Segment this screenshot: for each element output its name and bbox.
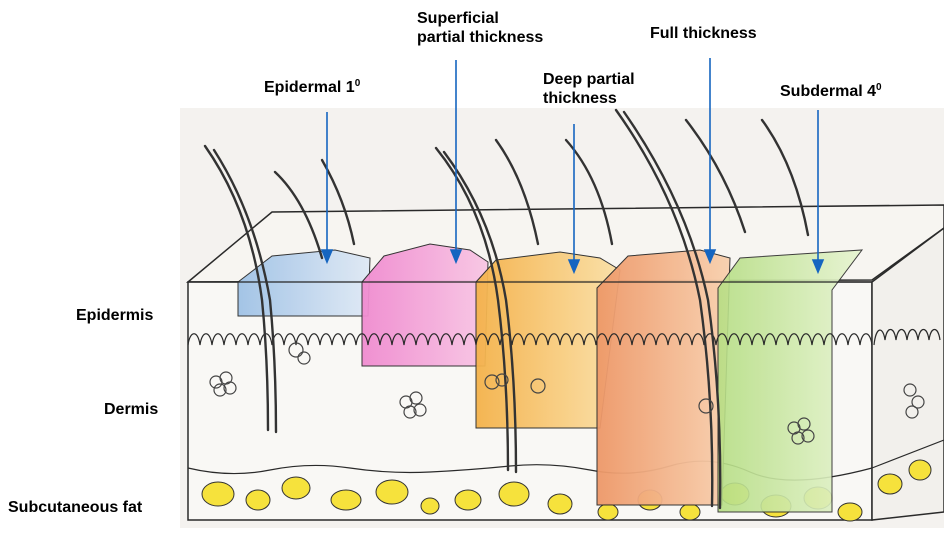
label-subdermal-degree: Subdermal 40	[780, 82, 882, 101]
fat-globule	[878, 474, 902, 494]
fat-globule	[909, 460, 931, 480]
fat-globule	[282, 477, 310, 499]
fat-globule	[598, 504, 618, 520]
fat-globule	[331, 490, 361, 510]
fat-globule	[202, 482, 234, 506]
fat-globule	[455, 490, 481, 510]
label-superficial-partial: Superficial partial thickness	[417, 9, 543, 47]
fat-globule	[246, 490, 270, 510]
label-epidermal-degree: Epidermal 10	[264, 78, 360, 97]
fat-globule	[548, 494, 572, 514]
fat-globule	[838, 503, 862, 521]
full-thickness-burn-zone	[597, 250, 730, 505]
label-full-thickness: Full thickness	[650, 24, 757, 43]
label-epidermis: Epidermis	[76, 306, 153, 325]
superficial-partial-burn-zone	[362, 244, 488, 366]
fat-globule	[499, 482, 529, 506]
label-dermis: Dermis	[104, 400, 158, 419]
fat-globule	[680, 504, 700, 520]
label-deep-partial: Deep partial thickness	[543, 70, 635, 108]
label-subcutaneous-fat: Subcutaneous fat	[8, 498, 142, 517]
fat-globule	[421, 498, 439, 514]
fat-globule	[376, 480, 408, 504]
